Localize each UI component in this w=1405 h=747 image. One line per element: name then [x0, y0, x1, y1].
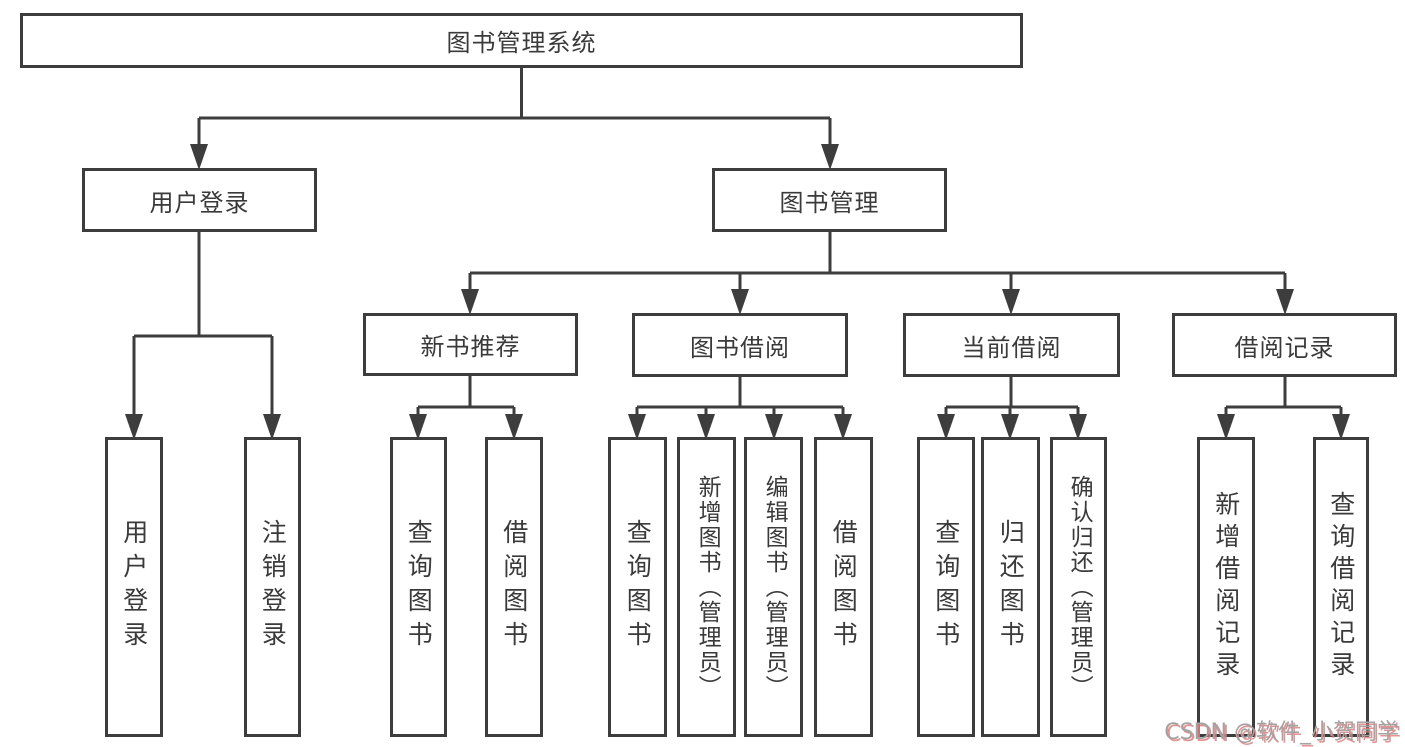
node-leaf-confirm-return-admin: 确认归还（管理员） [1050, 437, 1107, 737]
leaf-label: 注销登录 [258, 519, 288, 655]
node-leaf-query-borrow-record: 查询借阅记录 [1313, 437, 1369, 737]
leaf-label: 借阅图书 [829, 519, 859, 655]
node-library-system: 图书管理系统 [20, 13, 1023, 68]
leaf-label: 查询借阅记录 [1326, 491, 1356, 683]
node-leaf-edit-book-admin: 编辑图书（管理员） [744, 437, 803, 737]
leaf-label: 确认归还（管理员） [1066, 474, 1093, 700]
node-leaf-logout: 注销登录 [244, 437, 301, 737]
leaf-label: 查询图书 [623, 519, 653, 655]
leaf-label: 新增借阅记录 [1211, 491, 1241, 683]
node-leaf-add-book-admin: 新增图书（管理员） [677, 437, 736, 737]
node-new-book-recommend: 新书推荐 [363, 313, 578, 376]
leaf-label: 用户登录 [119, 519, 149, 655]
leaf-label: 新增图书（管理员） [694, 474, 721, 700]
leaf-label: 借阅图书 [499, 519, 529, 655]
leaf-label: 编辑图书（管理员） [761, 474, 788, 700]
node-leaf-query-books-1: 查询图书 [390, 437, 447, 737]
arrowhead-icons [125, 144, 1350, 440]
node-leaf-user-login: 用户登录 [105, 437, 163, 737]
node-leaf-query-books-2: 查询图书 [608, 437, 667, 737]
leaf-label: 查询图书 [931, 519, 961, 655]
node-leaf-borrow-books-1: 借阅图书 [485, 437, 543, 737]
node-leaf-query-books-3: 查询图书 [917, 437, 975, 737]
csdn-watermark: CSDN @软件_小贺同学 [1164, 720, 1399, 745]
leaf-label: 查询图书 [404, 519, 434, 655]
node-current-borrowing: 当前借阅 [903, 313, 1120, 377]
node-book-borrowing: 图书借阅 [632, 313, 848, 377]
node-leaf-borrow-books-2: 借阅图书 [814, 437, 873, 737]
node-book-management: 图书管理 [712, 168, 947, 232]
node-leaf-return-books: 归还图书 [981, 437, 1040, 737]
leaf-label: 归还图书 [996, 519, 1026, 655]
node-borrow-records: 借阅记录 [1172, 313, 1397, 377]
node-user-login: 用户登录 [82, 168, 317, 232]
node-leaf-add-borrow-record: 新增借阅记录 [1197, 437, 1255, 737]
